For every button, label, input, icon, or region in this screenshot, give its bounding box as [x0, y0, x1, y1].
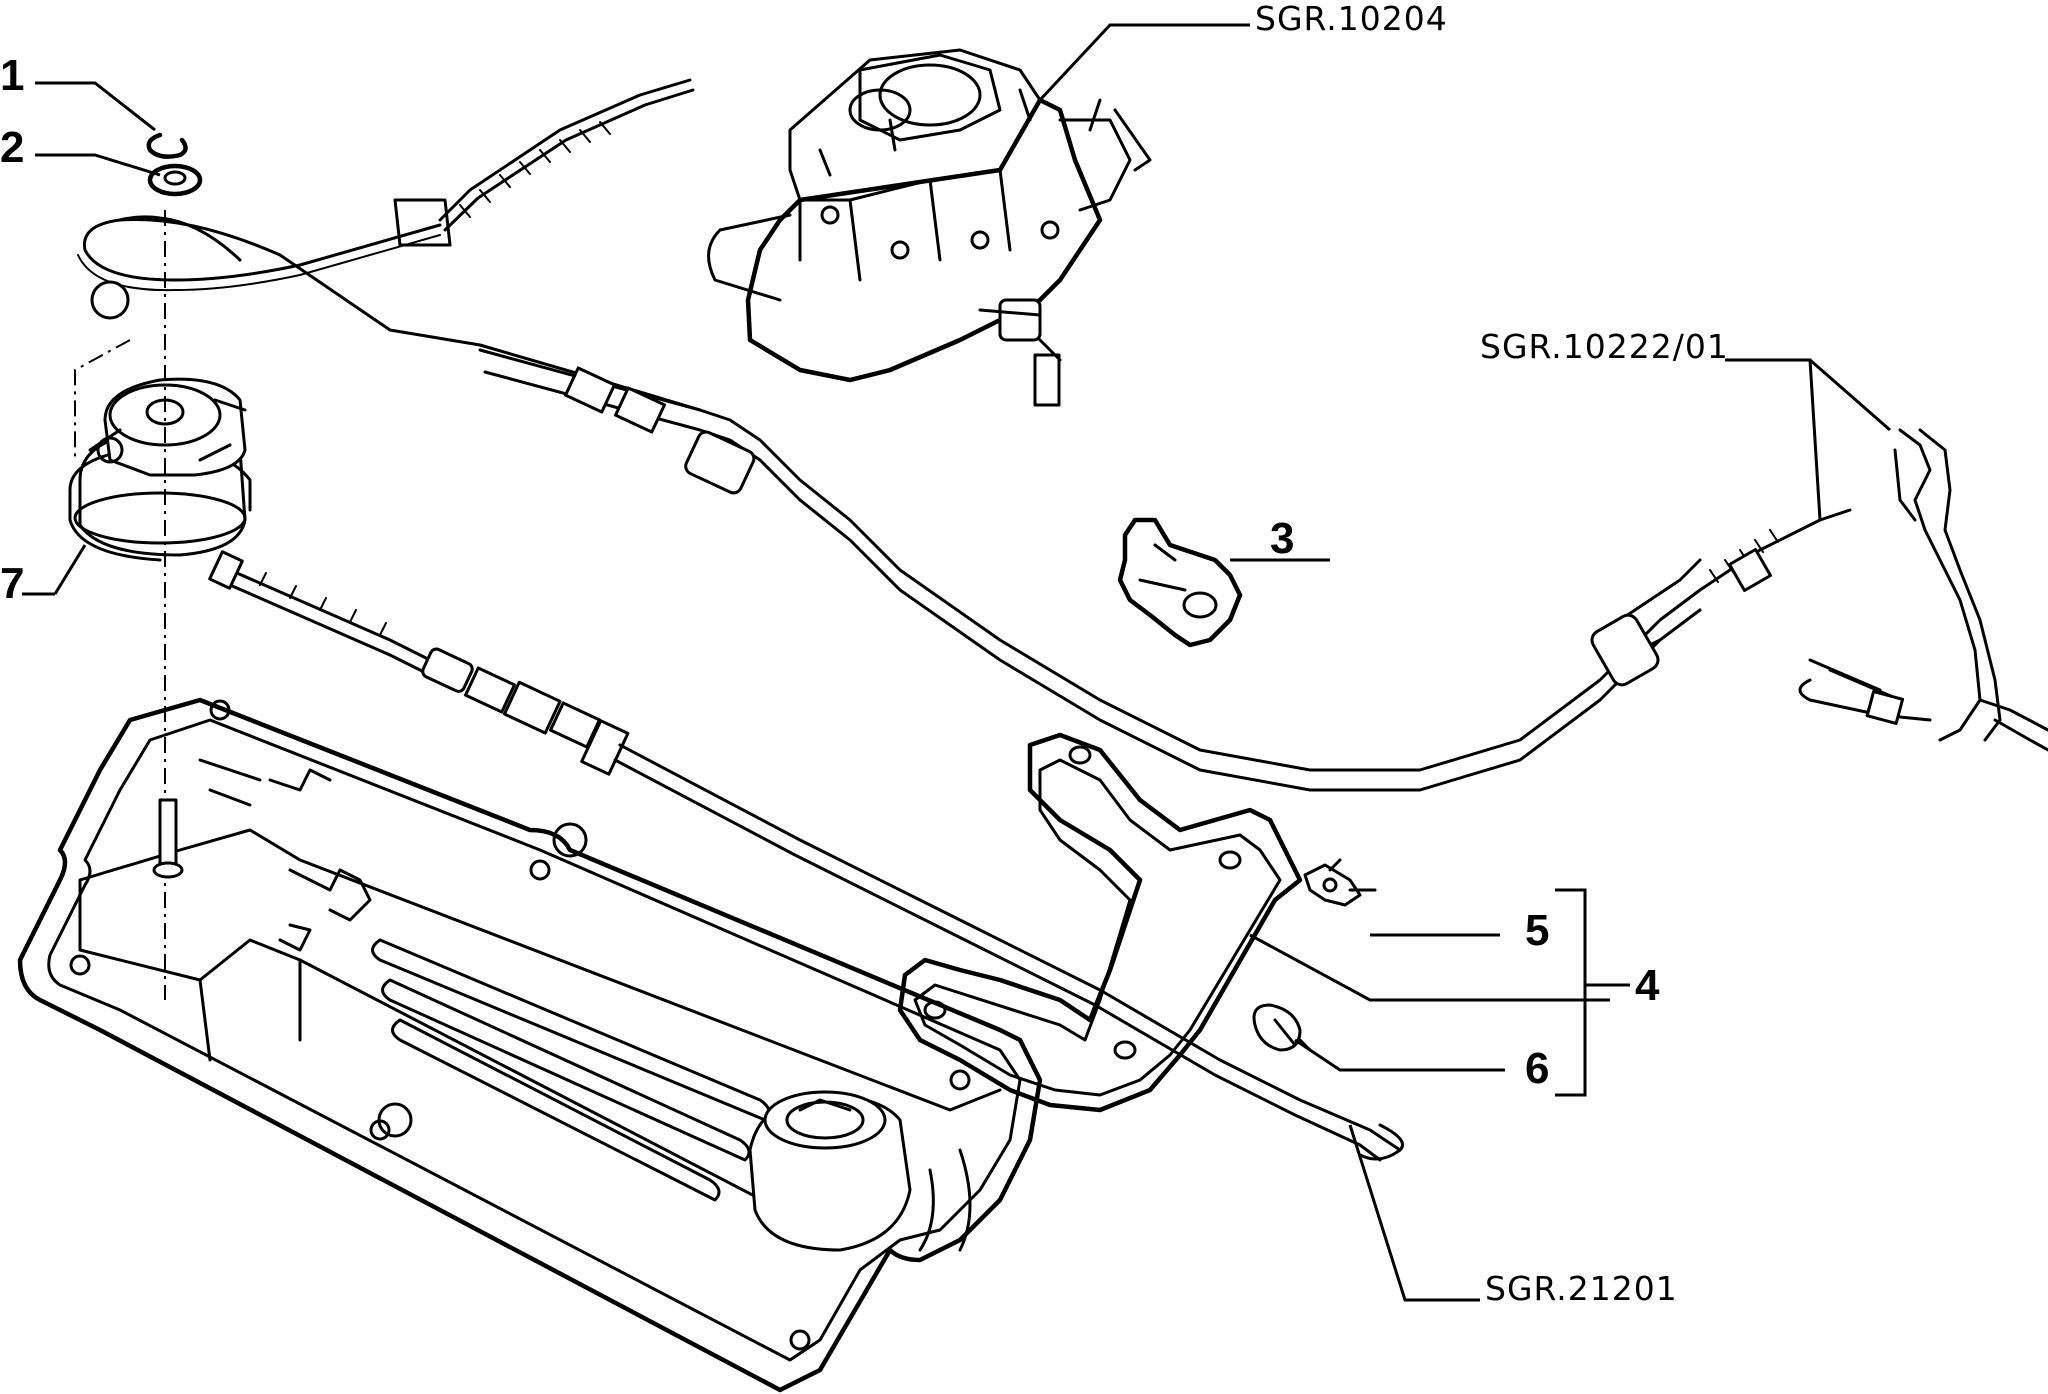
- leader-lines: [22, 23, 1891, 1302]
- ref-label-cover: SGR.21201: [1485, 1269, 1678, 1308]
- callout-5: 5: [1525, 906, 1549, 955]
- callout-6: 6: [1525, 1044, 1549, 1093]
- valve-cover: [17, 697, 1043, 1393]
- callout-4: 4: [1635, 961, 1660, 1010]
- clip-part-5: [1303, 858, 1377, 907]
- retaining-clip-part-1: [146, 132, 188, 159]
- pulley-part-7: [68, 210, 252, 1000]
- washer-part-2: [147, 163, 203, 197]
- ref-label-pedal: SGR.10222/01: [1480, 327, 1729, 366]
- callout-3: 3: [1270, 514, 1294, 563]
- accelerator-cable-upper: [77, 78, 1852, 792]
- support-bracket-part-4: [897, 732, 1303, 1113]
- accelerator-cable-lower: [208, 550, 1404, 1162]
- accelerator-pedal: [1798, 428, 2048, 752]
- bracket-part-3: [1117, 517, 1243, 648]
- callout-7: 7: [0, 559, 24, 608]
- callout-1: 1: [0, 51, 24, 100]
- ref-label-carburettor: SGR.10204: [1255, 0, 1448, 38]
- carburettor-assembly: [707, 48, 1152, 407]
- callout-2: 2: [0, 123, 24, 172]
